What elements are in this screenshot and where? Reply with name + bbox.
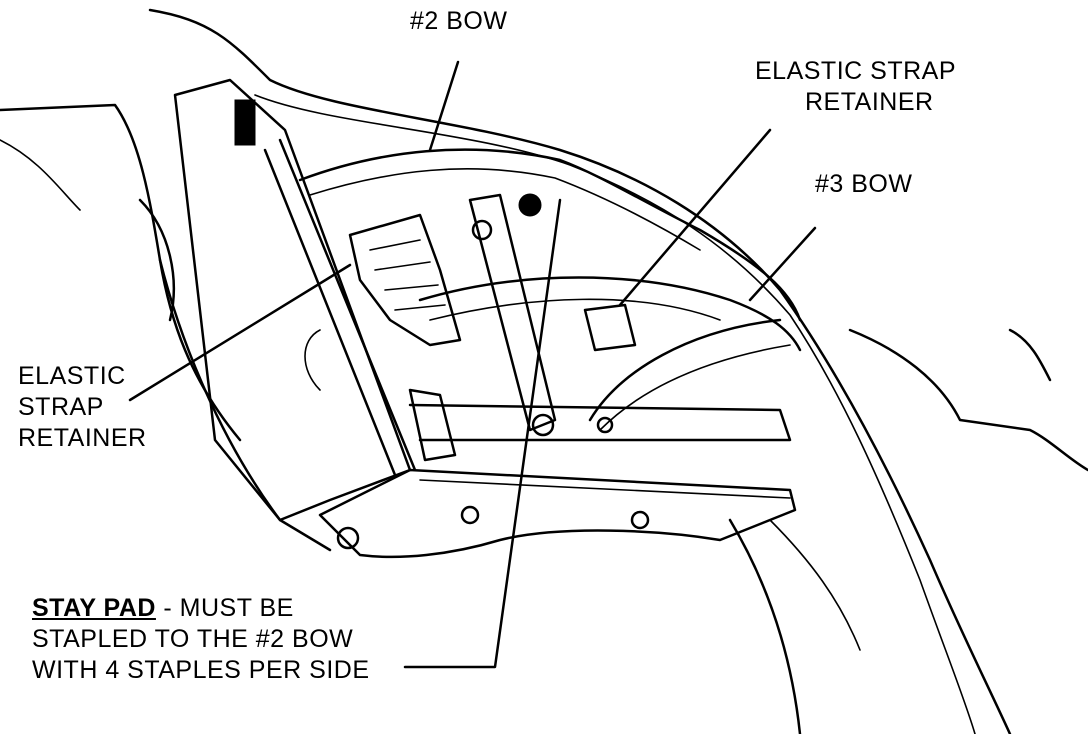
bow-2	[298, 148, 802, 322]
right-arm	[588, 318, 782, 422]
bow-2-inner	[309, 168, 701, 251]
stay-pad-note-1: - MUST BE	[155, 594, 294, 622]
leader-stay-pad	[403, 198, 562, 669]
right-body-contour-2	[1008, 328, 1052, 382]
pivot-3	[471, 219, 493, 241]
lower-arc	[304, 329, 321, 391]
roof-outer-contour	[148, 8, 1012, 736]
leader-bow2	[428, 60, 460, 152]
bow-3-inner	[429, 298, 721, 321]
side-panel	[173, 78, 412, 522]
bow-3	[418, 276, 802, 352]
leader-bow3	[748, 226, 817, 302]
rail-hole-3	[630, 510, 650, 530]
right-arm-2	[599, 344, 791, 431]
side-rail-2	[263, 148, 397, 477]
right-body-contour	[848, 328, 1088, 472]
pivot-1	[531, 413, 555, 437]
left-fender-line	[0, 139, 81, 211]
bow-2-clamp	[518, 193, 542, 217]
rail-hole-1	[336, 526, 360, 550]
stay-pad-line-3: WITH 4 STAPLES PER SIDE	[32, 656, 370, 684]
left-strap-retainer-detail	[369, 239, 446, 311]
linkage-arm-lower	[408, 388, 457, 462]
label-strap-left-2: STRAP	[18, 393, 104, 421]
bottom-rail-teeth	[419, 479, 791, 499]
side-rail	[278, 138, 417, 472]
pivot-2	[596, 416, 614, 434]
leader-strap-right	[618, 128, 772, 307]
lower-body	[158, 258, 332, 552]
leader-strap-left	[128, 263, 352, 402]
label-strap-left-3: RETAINER	[18, 424, 147, 452]
label-strap-right-2: RETAINER	[805, 88, 934, 116]
side-bracket	[234, 99, 256, 146]
label-bow3: #3 BOW	[815, 170, 913, 198]
label-bow2: #2 BOW	[410, 7, 508, 35]
stay-pad-title: STAY PAD	[32, 594, 156, 622]
label-strap-left-1: ELASTIC	[18, 362, 126, 390]
label-strap-right-1: ELASTIC STRAP	[755, 57, 956, 85]
roof-inner-contour	[254, 94, 976, 735]
linkage-arm	[468, 193, 557, 432]
left-strap-retainer	[348, 213, 462, 347]
right-strap-retainer	[583, 303, 637, 352]
rear-quarter-2	[769, 519, 861, 651]
stay-pad-line-1: STAY PAD - MUST BE	[32, 592, 294, 624]
bottom-rail	[318, 468, 797, 559]
rear-quarter	[728, 518, 802, 736]
linkage-bar	[408, 403, 792, 442]
stay-pad-line-2: STAPLED TO THE #2 BOW	[32, 625, 354, 653]
rail-hole-2	[460, 505, 480, 525]
